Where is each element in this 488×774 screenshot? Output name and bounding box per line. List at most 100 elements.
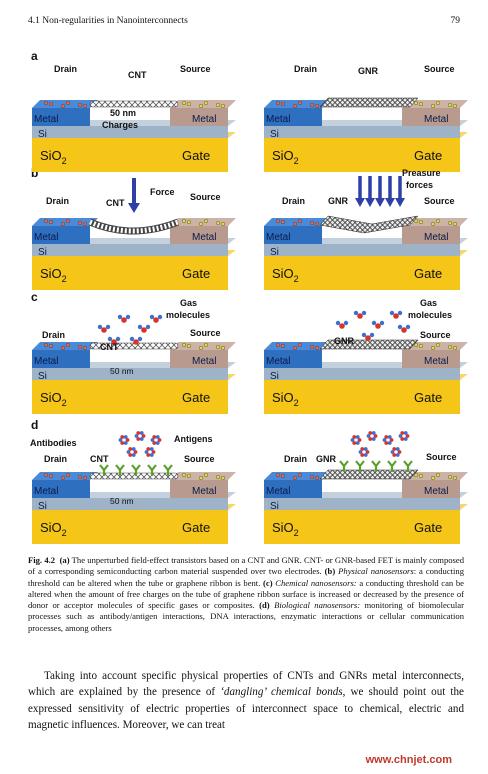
gnr-ribbon (319, 97, 419, 108)
charge-dot (315, 103, 320, 108)
charge-dot (220, 346, 225, 351)
charge-dot (419, 101, 424, 106)
si-layer (264, 498, 460, 510)
metal-label-drain: Metal (34, 486, 58, 497)
gas-molecule-atom (361, 332, 367, 338)
antigen-part (139, 437, 144, 441)
metal-label-drain: Metal (34, 114, 58, 125)
antigen-part (398, 434, 403, 438)
antigen-part (392, 453, 397, 457)
gas-molecule-atom (397, 310, 403, 316)
charge-dot (310, 220, 315, 225)
antigen-part (152, 435, 157, 439)
charge-dot (220, 221, 225, 226)
gas-molecule-atom (353, 310, 359, 316)
source-metal (170, 108, 228, 126)
drain-metal (32, 226, 90, 244)
charge-dot (186, 219, 191, 224)
gnr-ribbon (319, 339, 419, 350)
source-label: Source (184, 454, 215, 464)
metal-label-drain: Metal (266, 232, 290, 243)
source-metal (402, 480, 460, 498)
gnr-label: GNR (358, 66, 379, 76)
source-top (170, 342, 236, 350)
panel-label-d: d (31, 418, 39, 432)
charge-dot (298, 100, 303, 105)
si-layer (264, 244, 460, 256)
drain-top (32, 100, 98, 108)
gas-molecule-atom (125, 314, 131, 320)
charge-dot (414, 100, 419, 105)
charge-dot (431, 221, 436, 226)
caption-title-c: Chemical nanosensors: (272, 577, 357, 588)
si-label: Si (270, 501, 279, 512)
antigen-part (352, 441, 357, 445)
sio2-label: SiO2 (40, 148, 67, 166)
source-metal (170, 350, 228, 368)
gate-layer (32, 256, 228, 290)
gas-molecule-atom (137, 336, 143, 342)
charge-dot (419, 219, 424, 224)
charge-dot (310, 102, 315, 107)
gate-layer (32, 510, 228, 544)
gas-molecule-core (393, 313, 399, 319)
antigen-part (403, 431, 408, 435)
antigen-part (384, 441, 389, 445)
figure-caption: Fig. 4.2 (a) The unperturbed field-effec… (28, 555, 464, 634)
antigen-part (355, 441, 360, 445)
antibody (371, 460, 381, 472)
source-metal (402, 226, 460, 244)
charge-dot (414, 473, 419, 478)
antigen-part (136, 431, 141, 435)
charge-dot (276, 100, 281, 105)
source-metal (402, 350, 460, 368)
charge-dot (77, 345, 82, 350)
antibody (115, 464, 125, 476)
antigen-part (150, 438, 155, 442)
antibody (147, 464, 157, 476)
charge-dot (65, 473, 70, 478)
antigen-part (149, 453, 154, 457)
drain-label: Drain (294, 64, 317, 74)
charge-dot (315, 346, 320, 351)
charge-dot (77, 102, 82, 107)
charge-dot (419, 344, 424, 349)
running-head: 4.1 Non-regularities in Nanointerconnect… (28, 16, 460, 30)
gas-molecule-atom (397, 324, 403, 330)
charge-dot (414, 343, 419, 348)
caption-part-a: (a) (59, 555, 70, 565)
drain-label: Drain (282, 196, 305, 206)
charge-dot (293, 221, 298, 226)
metal-label-drain: Metal (34, 232, 58, 243)
charge-dot (61, 476, 66, 481)
gas-label-2: molecules (166, 310, 210, 320)
pressure-arrow-head (355, 198, 365, 207)
antigen-part (123, 435, 128, 439)
si-label: Si (38, 247, 47, 258)
antibodies-label: Antibodies (30, 438, 77, 448)
charge-dot (448, 475, 453, 480)
charge-dot (203, 473, 208, 478)
metal-label-drain: Metal (266, 356, 290, 367)
gas-molecule-core (111, 339, 117, 345)
caption-fig-label: Fig. 4.2 (28, 555, 56, 565)
source-metal (170, 226, 228, 244)
antigen-part (403, 437, 408, 441)
si-layer (264, 368, 460, 380)
charge-dot (61, 221, 66, 226)
antigens-label: Antigens (174, 434, 213, 444)
gas-molecule-atom (149, 314, 155, 320)
gas-molecule-core (153, 317, 159, 323)
gate-layer (264, 138, 460, 172)
charge-dot (310, 475, 315, 480)
charge-dot (77, 220, 82, 225)
scale-50nm-label: 50 nm (110, 496, 134, 506)
charge-dot (436, 218, 441, 223)
pressure-arrow-head (385, 198, 395, 207)
caption-title-b: Physical nanosensors (335, 566, 414, 577)
gate-layer (32, 138, 228, 172)
antigen-part (400, 437, 405, 441)
antigen-part (400, 431, 405, 435)
antigen-part (395, 453, 400, 457)
